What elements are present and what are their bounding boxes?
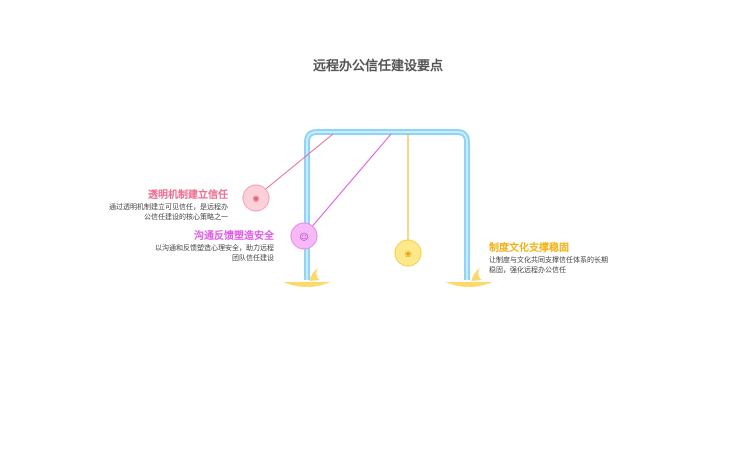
svg-text:✺: ✺ xyxy=(252,195,260,205)
brain-icon: ☺ xyxy=(290,222,318,250)
lotus-icon: ❀ xyxy=(394,239,422,267)
desc-line: 稳固，强化远程办公信任 xyxy=(489,266,566,274)
sparkle-icon: ✺ xyxy=(242,184,270,212)
desc-line: 以沟通和反馈塑造心理安全，助力远程 xyxy=(155,244,274,252)
string-1 xyxy=(255,133,334,198)
desc-line: 团队信任建设 xyxy=(232,254,274,262)
desc-line: 通过透明机制建立可见信任，是远程办 xyxy=(109,203,228,211)
item-1-heading: 透明机制建立信任 xyxy=(148,190,228,201)
string-2 xyxy=(303,133,392,237)
page-title: 远程办公信任建设要点 xyxy=(312,59,443,74)
desc-line: 公信任建设的核心策略之一 xyxy=(144,213,228,221)
item-1-desc: 通过透明机制建立可见信任，是远程办公信任建设的核心策略之一 xyxy=(109,202,228,222)
item-2-heading: 沟通反馈塑造安全 xyxy=(194,231,274,242)
desc-line: 让制度与文化共同支撑信任体系的长期 xyxy=(489,256,608,264)
item-3-desc: 让制度与文化共同支撑信任体系的长期稳固，强化远程办公信任 xyxy=(489,255,608,275)
base-left xyxy=(283,268,331,287)
frame xyxy=(304,129,470,280)
svg-text:☺: ☺ xyxy=(299,232,308,243)
item-3-heading: 制度文化支撑稳固 xyxy=(489,243,569,254)
svg-text:❀: ❀ xyxy=(404,250,412,260)
item-2-desc: 以沟通和反馈塑造心理安全，助力远程团队信任建设 xyxy=(155,243,274,263)
base-right xyxy=(445,268,493,287)
